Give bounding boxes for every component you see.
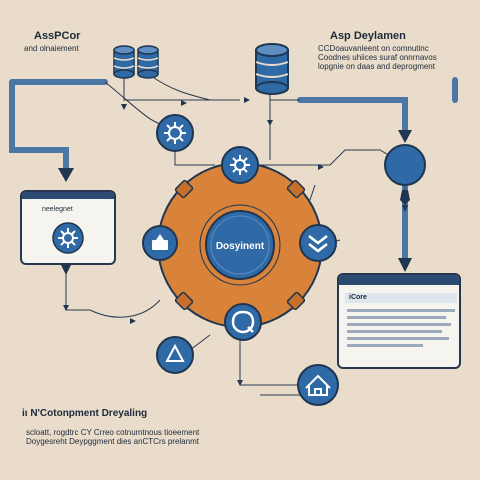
- top-left-subtitle: and olnaiement: [24, 44, 79, 53]
- left-panel-label: neelegnet: [42, 206, 73, 213]
- triangle-node[interactable]: [156, 336, 194, 374]
- left-panel[interactable]: neelegnet: [20, 190, 116, 265]
- scale-icon: [152, 234, 168, 250]
- database-icon: [113, 45, 135, 79]
- shield-icon: [231, 310, 255, 334]
- top-left-title: AssPCor: [34, 30, 81, 42]
- chevron-down-icon: [308, 235, 328, 253]
- top-right-body: CCDoauvanleent on comnutinc Coodnes uhii…: [318, 44, 437, 72]
- right-panel[interactable]: iCore: [337, 273, 461, 369]
- center-node[interactable]: Dosyinent: [205, 210, 275, 280]
- top-right-title: Asp Deylamen: [330, 30, 406, 42]
- right-panel-label: iCore: [349, 294, 367, 301]
- gear-icon: [230, 155, 250, 175]
- arrow-down-icon: [400, 190, 410, 205]
- gear-icon: [52, 222, 84, 254]
- shield-node[interactable]: [224, 303, 262, 341]
- center-label: Dosyinent: [216, 241, 265, 252]
- gear-node-top-left[interactable]: [156, 114, 194, 152]
- panel-header-strip: [345, 293, 457, 303]
- home-icon: [305, 374, 331, 396]
- scale-node[interactable]: [142, 225, 178, 261]
- triangle-icon: [165, 343, 185, 362]
- endpoint-node[interactable]: [384, 144, 426, 186]
- panel-titlebar: [339, 275, 459, 285]
- database-icon: [255, 43, 289, 95]
- wire-arrows: [63, 97, 408, 386]
- pipe-arrowheads: [58, 130, 412, 272]
- gear-icon: [164, 122, 186, 144]
- home-node[interactable]: [297, 364, 339, 406]
- gear-node-top[interactable]: [221, 146, 259, 184]
- panel-titlebar: [22, 192, 114, 199]
- panel-content-lines: [347, 309, 455, 351]
- arrow-down-icon: [61, 265, 71, 275]
- bottom-left-body: scloatt, rogdtrc CY Crreo cotnumtnous ti…: [26, 428, 200, 447]
- chevron-node[interactable]: [299, 224, 337, 262]
- bottom-left-title: iı N'Cotonpment Dreyaling: [22, 408, 148, 419]
- database-icon: [137, 45, 159, 79]
